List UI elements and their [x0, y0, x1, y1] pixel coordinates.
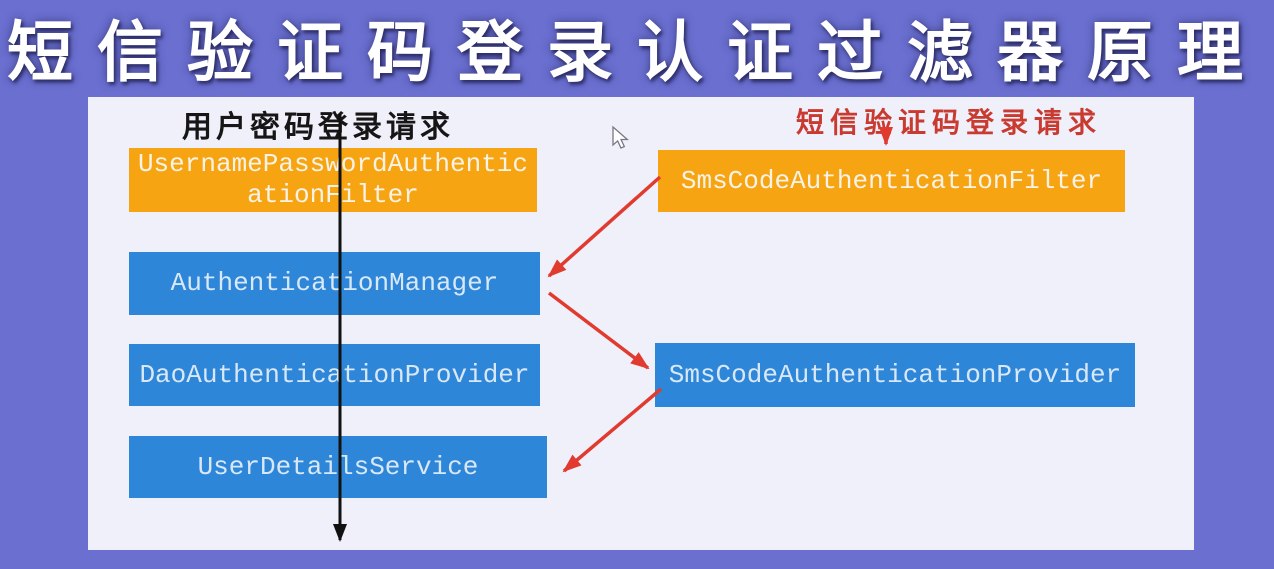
box-label-line: DaoAuthenticationProvider	[139, 359, 530, 390]
box-authentication-manager: AuthenticationManager	[129, 252, 540, 315]
box-sms-code-authentication-provider: SmsCodeAuthenticationProvider	[655, 343, 1135, 407]
slide-title: 短信验证码登录认证过滤器原理	[7, 13, 1267, 91]
box-dao-authentication-provider: DaoAuthenticationProvider	[129, 344, 540, 406]
box-label-line: ationFilter	[247, 180, 419, 210]
box-label-line: AuthenticationManager	[170, 268, 499, 298]
box-sms-code-authentication-filter: SmsCodeAuthenticationFilter	[658, 150, 1125, 212]
left-column-header: 用户密码登录请求	[182, 110, 454, 145]
box-label-line: UserDetailsService	[197, 451, 479, 482]
box-label-line: SmsCodeAuthenticationFilter	[680, 165, 1103, 196]
right-column-header: 短信验证码登录请求	[796, 106, 1103, 139]
box-username-password-authentication-filter: UsernamePasswordAuthentic ationFilter	[129, 148, 537, 212]
box-label-line: SmsCodeAuthenticationProvider	[668, 359, 1122, 390]
box-label-line: UsernamePasswordAuthentic	[137, 149, 529, 179]
box-user-details-service: UserDetailsService	[129, 436, 547, 498]
